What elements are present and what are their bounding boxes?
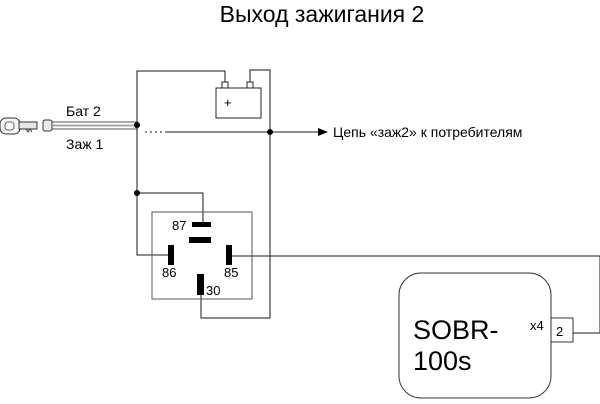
relay-pin-30-label: 30 <box>206 283 220 298</box>
junctions <box>134 122 273 196</box>
sobr-unit-name-line1: SOBR- <box>413 315 499 345</box>
ignition-key-icon <box>0 117 138 135</box>
arrow-right-icon <box>318 128 328 136</box>
relay-pins <box>168 222 232 295</box>
output-circuit-label: Цепь «заж2» к потребителям <box>333 124 522 140</box>
sobr-connector-label: x4 <box>530 318 544 333</box>
relay-pin-87-label: 87 <box>172 218 186 233</box>
relay-30-wire <box>200 132 271 319</box>
bat-terminal-label: Бат 2 <box>66 103 101 119</box>
battery-feed-wire <box>136 70 226 125</box>
relay-pin-86-label: 86 <box>162 265 176 280</box>
relay-pin-87 <box>189 237 211 243</box>
relay-pin-87a <box>192 222 211 227</box>
relay-pin-85-label: 85 <box>224 265 238 280</box>
wires <box>136 69 600 334</box>
diagram-title: Выход зажигания 2 <box>220 1 425 27</box>
sobr-connector-x4 <box>550 317 574 343</box>
relay-pin-85 <box>226 245 232 265</box>
relay-pin-30 <box>197 274 204 295</box>
battery-plus-label: + <box>224 95 232 110</box>
bat2-wire <box>136 125 168 256</box>
relay-body <box>151 211 253 300</box>
sobr-connector-pin-label: 2 <box>556 324 563 339</box>
sobr-unit-name-line2: 100s <box>413 346 472 376</box>
battery-icon <box>215 81 262 119</box>
relay-87-feed-wire <box>137 192 204 222</box>
battery-return-wire <box>249 69 271 132</box>
relay-85-control-wire <box>230 255 600 334</box>
ignition-terminal-label: Заж 1 <box>66 136 103 152</box>
relay-pin-86 <box>168 245 174 265</box>
